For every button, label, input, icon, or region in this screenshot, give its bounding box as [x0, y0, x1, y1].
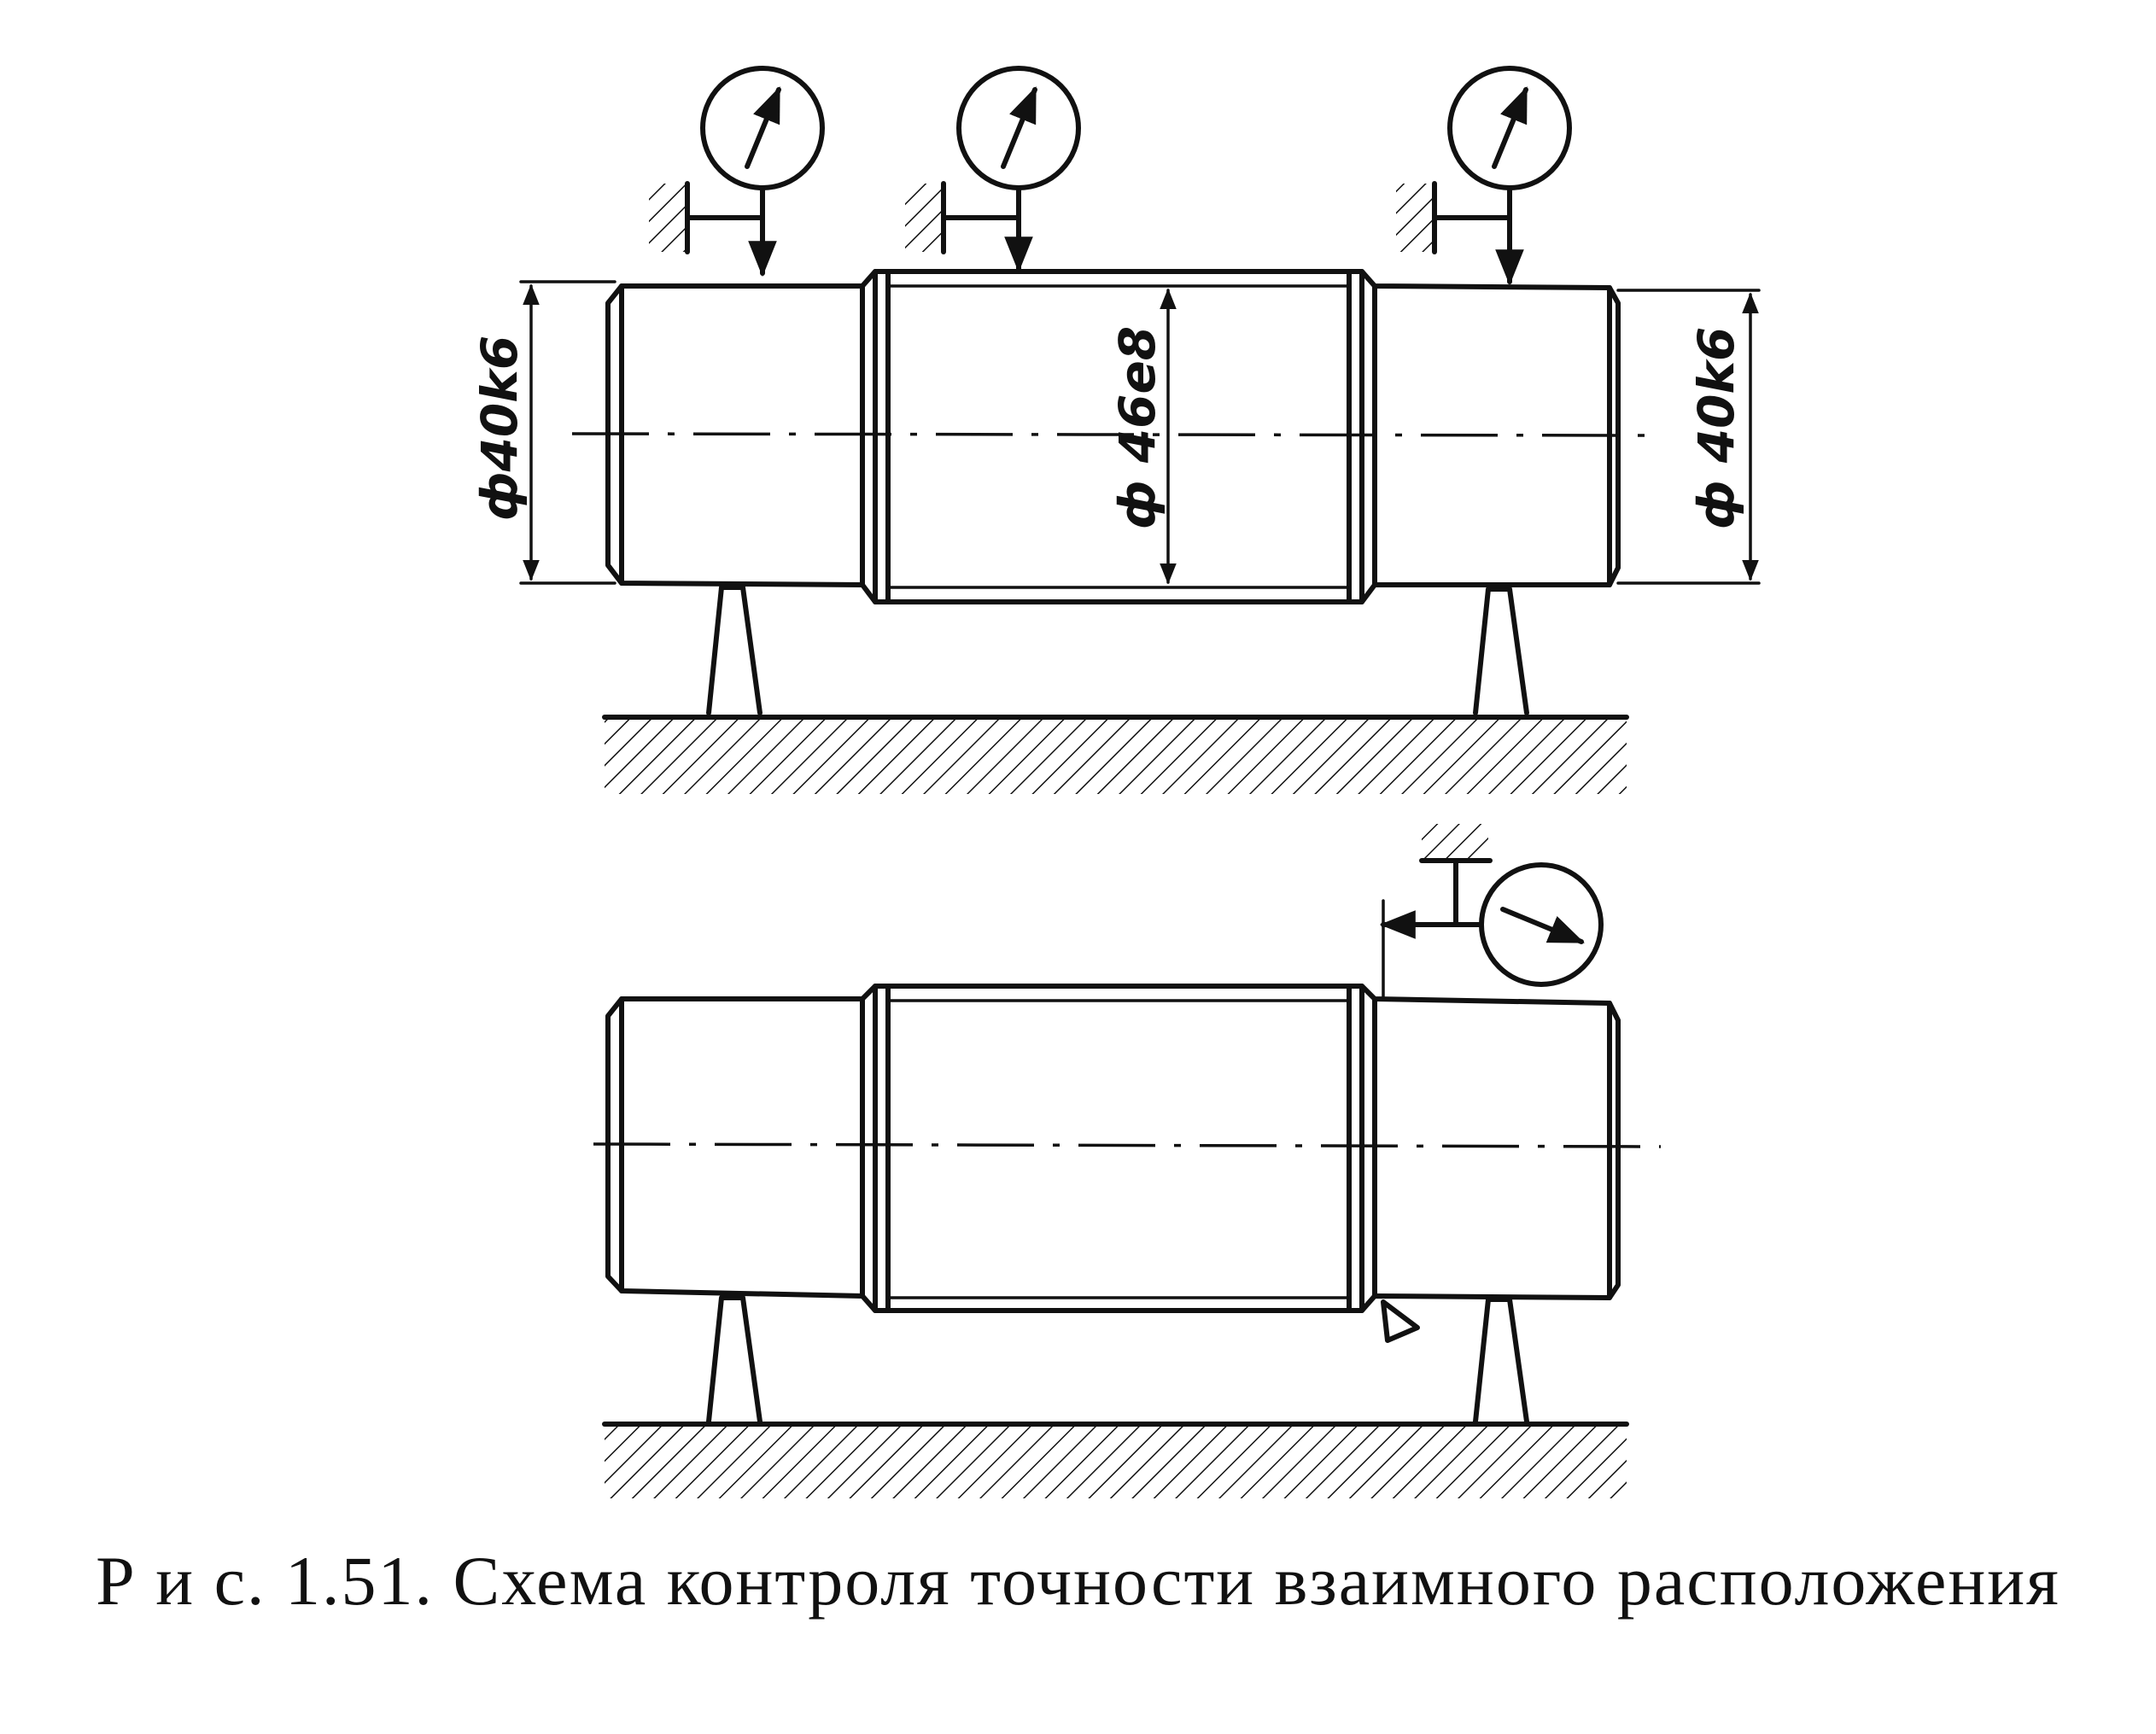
dimension-right-journal: ф 40k6 [1616, 289, 1761, 585]
dimension-label-right: ф 40k6 [1687, 327, 1745, 529]
dimension-left-journal: ф40k6 [470, 280, 616, 585]
top-view: ф40k6 ф 46e8 ф 40k6 [470, 66, 1761, 794]
datum-triangle [1381, 1299, 1420, 1343]
dial-indicator-face [1379, 824, 1604, 1001]
dimension-label-middle: ф 46e8 [1108, 326, 1166, 529]
support-left-top [706, 585, 762, 715]
dial-indicator-3 [1396, 66, 1572, 286]
figure-caption: Р и с. 1.51. Схема контроля точности вза… [96, 1542, 2060, 1620]
dimension-label-left: ф40k6 [470, 336, 529, 521]
support-right-top [1473, 587, 1529, 715]
dial-indicator-2 [905, 66, 1081, 273]
dimension-middle-journal: ф 46e8 [1108, 288, 1177, 585]
dial-indicator-1 [649, 66, 825, 277]
shaft-bottom [593, 984, 1662, 1313]
base-plate-top [602, 715, 1629, 794]
support-right-bottom [1473, 1297, 1529, 1424]
base-plate-bottom [602, 1422, 1629, 1498]
bottom-view [593, 824, 1662, 1498]
shaft-top [571, 269, 1649, 604]
support-left-bottom [706, 1295, 762, 1424]
